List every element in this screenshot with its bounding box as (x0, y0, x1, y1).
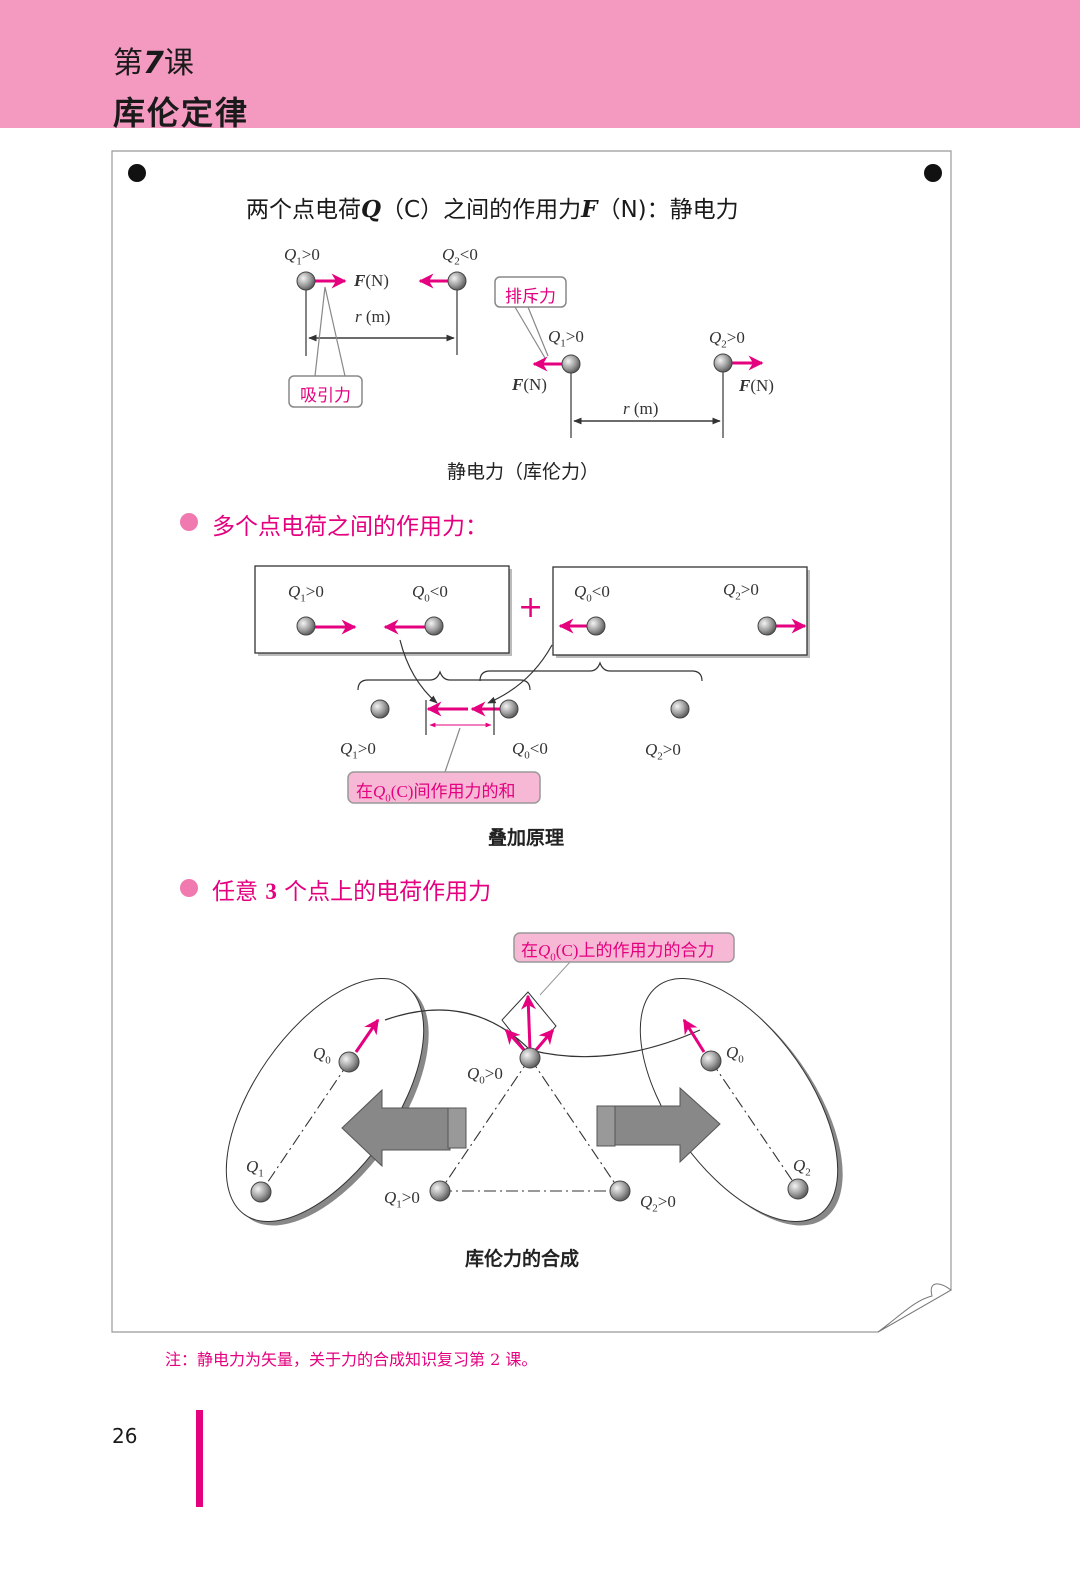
charge-label: Q1>0 (340, 739, 376, 762)
diagram-shape (444, 727, 461, 773)
binder-hole (924, 164, 942, 182)
diagram-shape (539, 961, 571, 996)
section1-heading: 多个点电荷之间的作用力： (212, 514, 488, 540)
footnote: 注：静电力为矢量，关于力的合成知识复习第 2 课。 (165, 1350, 538, 1369)
charge-sphere (609, 1180, 631, 1202)
charge-label: Q0 (726, 1043, 744, 1066)
sum-callout: 在Q0(C)间作用力的和 (356, 782, 516, 805)
lesson-title: 库伦定律 (113, 94, 250, 132)
pair-box-2 (552, 566, 808, 656)
figure1-title: 两个点电荷Q（C）之间的作用力F（N)：静电力 (246, 196, 739, 223)
charge-label: Q1>0 (384, 1188, 420, 1211)
charge-sphere (370, 699, 390, 719)
attraction-callout: 吸引力 (300, 386, 351, 406)
figure3-caption: 库伦力的合成 (465, 1248, 580, 1270)
charge-label: Q1>0 (288, 582, 324, 605)
charge-label: Q0<0 (412, 582, 448, 605)
diagram-shape (682, 1018, 706, 1053)
diagram-shape (314, 286, 346, 377)
charge-sphere (429, 1180, 451, 1202)
charge-sphere (296, 271, 316, 291)
charge-sphere (700, 1050, 722, 1072)
charge-label: Q2>0 (723, 580, 759, 603)
force-label: F(N) (354, 271, 389, 290)
charge-sphere (519, 1047, 541, 1069)
diagram-shape (479, 661, 703, 682)
diagram-shape (596, 1105, 616, 1147)
page-curl (877, 1283, 952, 1333)
force-label: F(N) (739, 376, 774, 395)
charge-sphere (561, 354, 581, 374)
charge-sphere (447, 271, 467, 291)
bullet-icon (180, 879, 198, 897)
charge-label: Q2 (793, 1156, 811, 1179)
pair-box-1 (254, 565, 510, 654)
diagram-shape (504, 1028, 526, 1052)
distance-label: r (m) (355, 307, 391, 326)
charge-sphere (296, 616, 316, 636)
callout-box (513, 932, 735, 963)
diagram-shape (399, 639, 438, 704)
charge-sphere (250, 1181, 272, 1203)
callout-box (494, 276, 567, 308)
lesson-number: 第7课 (113, 46, 194, 81)
diagram-shape (260, 1061, 350, 1193)
charge-label: Q1 (246, 1157, 264, 1180)
charge-sphere (670, 699, 690, 719)
charge-label: Q0 (313, 1044, 331, 1067)
charge-label: Q0<0 (574, 582, 610, 605)
section2-heading: 任意 3 个点上的电荷作用力 (212, 879, 492, 905)
callout-box (347, 771, 541, 804)
figure2-caption: 叠加原理 (488, 827, 565, 849)
charge-label: Q0<0 (512, 739, 548, 762)
force-label: F(N) (512, 375, 547, 394)
repulsion-diagram (514, 306, 724, 438)
attraction-diagram (305, 281, 458, 377)
charge-sphere (787, 1178, 809, 1200)
charge-label: Q2>0 (640, 1192, 676, 1215)
plus-sign: + (518, 590, 544, 625)
charge-sphere (338, 1051, 360, 1073)
charge-sphere (499, 699, 519, 719)
callout-box (288, 375, 363, 408)
figure1-caption: 静电力（库伦力） (447, 461, 600, 483)
diagram-shape (529, 1057, 621, 1192)
page-accent-bar (196, 1410, 203, 1507)
charge-label-q1: Q1>0 (548, 327, 584, 350)
diagram-shape (521, 994, 536, 1051)
diagram-shape (354, 1018, 380, 1053)
repulsion-callout: 排斥力 (505, 287, 556, 307)
charge-label-q1: Q1>0 (284, 245, 320, 268)
diagram-shape (439, 1057, 531, 1192)
charge-label-q2: Q2<0 (442, 245, 478, 268)
binder-hole (128, 164, 146, 182)
diagram-shape (710, 1060, 799, 1190)
distance-label: r (m) (623, 399, 659, 418)
charge-label-q2: Q2>0 (709, 328, 745, 351)
charge-label: Q2>0 (645, 740, 681, 763)
charge-sphere (586, 616, 606, 636)
charge-label: Q0>0 (467, 1064, 503, 1087)
page-number: 26 (112, 1424, 138, 1448)
diagram-shape (487, 644, 553, 704)
charge-sphere (713, 353, 733, 373)
diagram-shape (447, 1107, 467, 1149)
diagram-shape (534, 1028, 555, 1051)
charge-sphere (424, 616, 444, 636)
chapter-header (0, 0, 1080, 128)
resultant-callout: 在Q0(C)上的作用力的合力 (521, 941, 715, 964)
bullet-icon (180, 513, 198, 531)
charge-sphere (757, 616, 777, 636)
diagram-shape (514, 306, 549, 359)
